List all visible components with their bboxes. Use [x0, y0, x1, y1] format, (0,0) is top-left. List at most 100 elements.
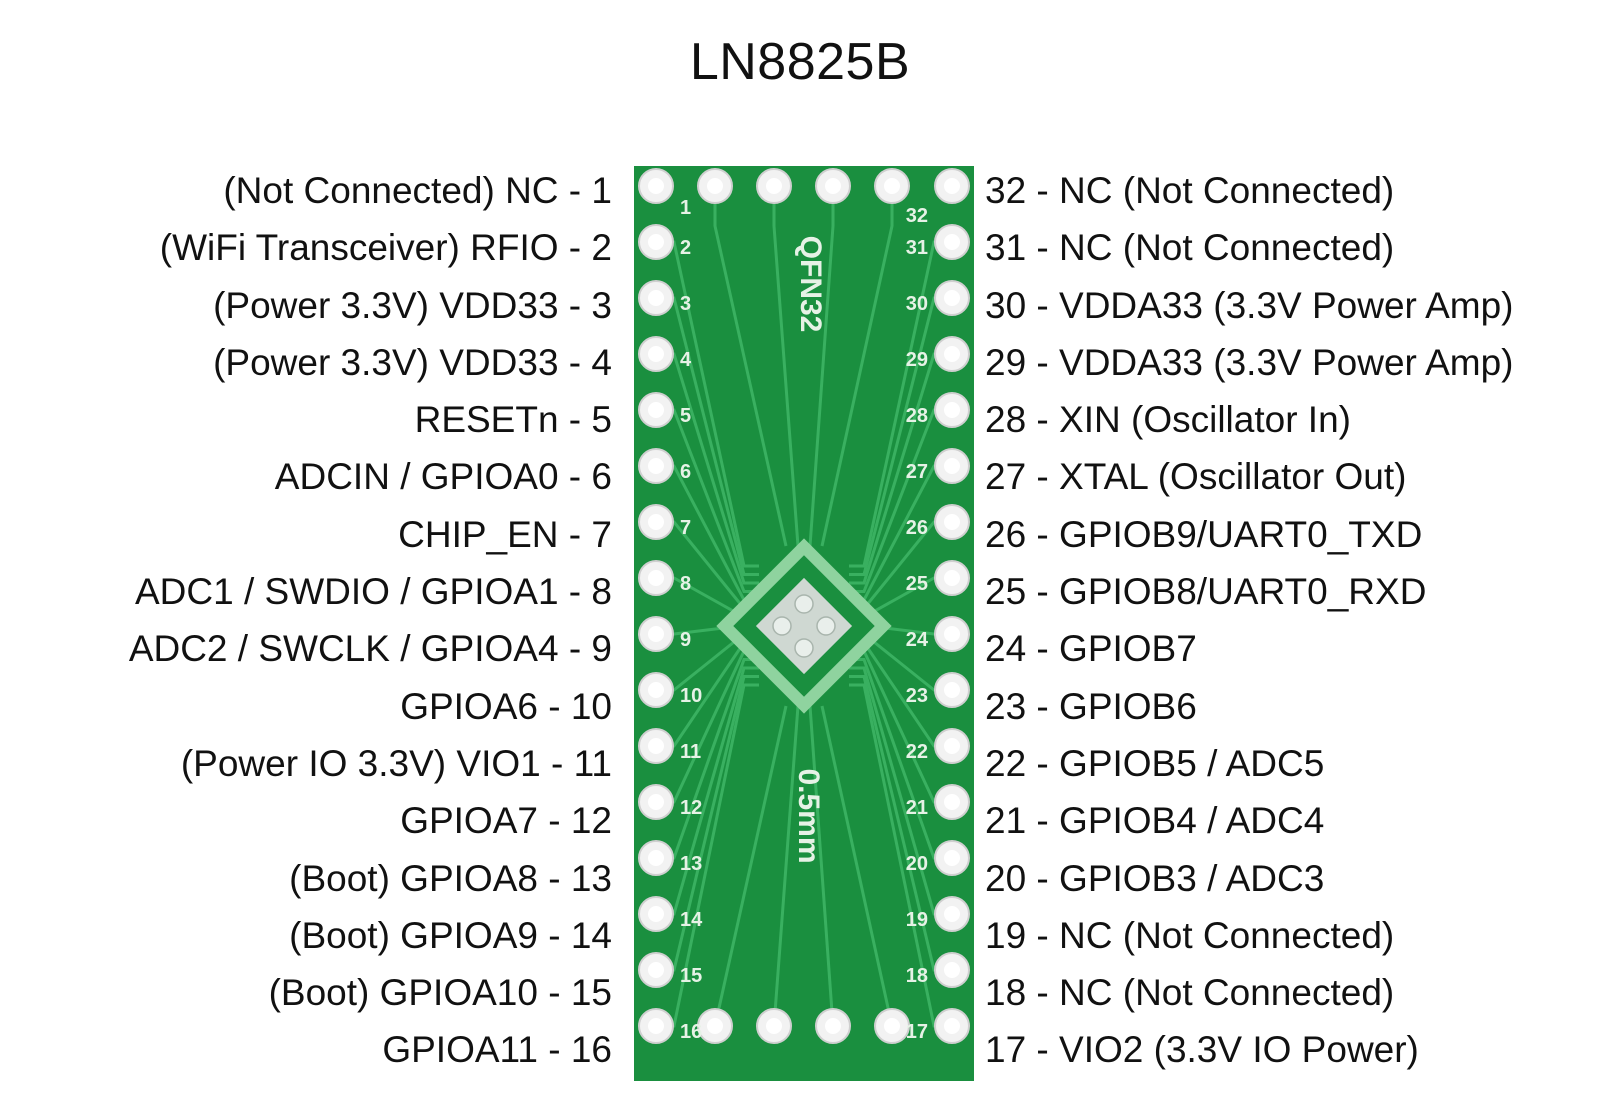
pin-label-27: 27 - XTAL (Oscillator Out)	[985, 456, 1407, 498]
pin-label-31: 31 - NC (Not Connected)	[985, 227, 1395, 269]
pad-hole	[648, 794, 664, 810]
trace	[713, 705, 788, 1027]
via	[772, 616, 792, 636]
silk-number-right: 17	[906, 1021, 928, 1043]
pad-hole	[825, 178, 841, 194]
pin-label-20: 20 - GPIOB3 / ADC3	[985, 857, 1325, 899]
pad-hole	[944, 1018, 960, 1034]
right-pin-labels: 32 - NC (Not Connected) 31 - NC (Not Con…	[985, 162, 1514, 1079]
silk-number-left: 9	[680, 629, 691, 651]
pad-hole	[884, 178, 900, 194]
pad-hole	[944, 570, 960, 586]
pin-label-26: 26 - GPIOB9/UART0_TXD	[985, 513, 1423, 555]
pad-hole	[648, 570, 664, 586]
silk-number-right: 27	[906, 461, 928, 483]
via	[816, 616, 836, 636]
silk-number-right: 28	[906, 405, 928, 427]
via	[794, 638, 814, 658]
pin-label-28: 28 - XIN (Oscillator In)	[985, 399, 1351, 441]
pad-hole	[648, 850, 664, 866]
pin-label-11: (Power IO 3.3V) VIO1 - 11	[180, 742, 612, 784]
pin-label-18: 18 - NC (Not Connected)	[985, 972, 1395, 1014]
pin-label-9: ADC2 / SWCLK / GPIOA4 - 9	[128, 628, 612, 670]
pin-label-4: (Power 3.3V) VDD33 - 4	[213, 341, 612, 383]
pin-label-5: RESETn - 5	[414, 399, 612, 441]
pad-hole	[944, 346, 960, 362]
silk-number-left: 16	[680, 1021, 702, 1043]
silk-number-left: 6	[680, 461, 691, 483]
silk-number-right: 24	[906, 629, 929, 651]
pin-label-30: 30 - VDDA33 (3.3V Power Amp)	[985, 284, 1514, 326]
pad-hole	[648, 458, 664, 474]
silk-number-right: 32	[906, 205, 928, 227]
pin-label-24: 24 - GPIOB7	[985, 628, 1197, 670]
trace	[772, 705, 800, 1027]
pad-hole	[944, 178, 960, 194]
silk-number-left: 3	[680, 293, 691, 315]
pin-label-12: GPIOA7 - 12	[400, 800, 612, 842]
silk-number-left: 2	[680, 237, 691, 259]
pad-hole	[944, 290, 960, 306]
silk-number-right: 18	[906, 965, 928, 987]
pad-hole	[648, 514, 664, 530]
pitch-label: 0.5mm	[792, 768, 825, 863]
silk-number-left: 11	[680, 741, 701, 763]
package-label: QFN32	[794, 236, 827, 333]
pad-hole	[825, 1018, 841, 1034]
pin-label-10: GPIOA6 - 10	[400, 685, 612, 727]
pad-hole	[944, 906, 960, 922]
silk-number-left: 5	[680, 405, 691, 427]
pin-label-25: 25 - GPIOB8/UART0_RXD	[985, 571, 1427, 613]
silk-number-left: 1	[680, 197, 691, 219]
pin-label-21: 21 - GPIOB4 / ADC4	[985, 800, 1325, 842]
pin-label-22: 22 - GPIOB5 / ADC5	[985, 742, 1325, 784]
silk-number-right: 25	[906, 573, 928, 595]
qfn-footprint	[716, 538, 892, 714]
pin-label-3: (Power 3.3V) VDD33 - 3	[213, 284, 612, 326]
pad-hole	[884, 1018, 900, 1034]
silk-number-right: 30	[906, 293, 928, 315]
pad-hole	[648, 682, 664, 698]
pin-pads	[638, 168, 970, 1044]
silk-number-right: 22	[906, 741, 928, 763]
silk-number-right: 21	[906, 797, 928, 819]
pad-hole	[648, 1018, 664, 1034]
pad-hole	[707, 1018, 723, 1034]
silk-number-right: 31	[906, 237, 928, 259]
pad-hole	[648, 738, 664, 754]
pin-label-13: (Boot) GPIOA8 - 13	[289, 857, 612, 899]
pad-hole	[648, 906, 664, 922]
silk-number-right: 20	[906, 853, 928, 875]
silk-number-right: 19	[906, 909, 928, 931]
pin-label-29: 29 - VDDA33 (3.3V Power Amp)	[985, 341, 1514, 383]
pad-hole	[944, 738, 960, 754]
pad-hole	[944, 794, 960, 810]
pad-hole	[944, 458, 960, 474]
pin-label-1: (Not Connected) NC - 1	[223, 170, 612, 211]
left-pin-labels: (Not Connected) NC - 1 (WiFi Transceiver…	[129, 162, 612, 1079]
thermal-pad	[755, 577, 853, 675]
silk-number-left: 8	[680, 573, 691, 595]
pad-hole	[944, 234, 960, 250]
pin-label-16: GPIOA11 - 16	[382, 1029, 612, 1071]
pin-label-15: (Boot) GPIOA10 - 15	[268, 972, 612, 1014]
pin-label-2: (WiFi Transceiver) RFIO - 2	[159, 227, 612, 269]
pad-hole	[944, 626, 960, 642]
silk-number-left: 12	[680, 797, 702, 819]
pin-label-7: CHIP_EN - 7	[398, 513, 612, 555]
pad-hole	[766, 1018, 782, 1034]
silk-number-right: 29	[906, 349, 928, 371]
silk-number-right: 26	[906, 517, 928, 539]
silk-number-left: 4	[680, 349, 692, 371]
pin-label-14: (Boot) GPIOA9 - 14	[289, 914, 612, 956]
diagram-title: LN8825B	[689, 33, 911, 91]
pad-hole	[766, 178, 782, 194]
pad-hole	[648, 402, 664, 418]
pad-hole	[944, 682, 960, 698]
pad-hole	[944, 514, 960, 530]
via	[794, 594, 814, 614]
pad-hole	[648, 290, 664, 306]
pin-label-6: ADCIN / GPIOA0 - 6	[274, 456, 612, 498]
pin-label-23: 23 - GPIOB6	[985, 685, 1197, 727]
pad-hole	[944, 962, 960, 978]
